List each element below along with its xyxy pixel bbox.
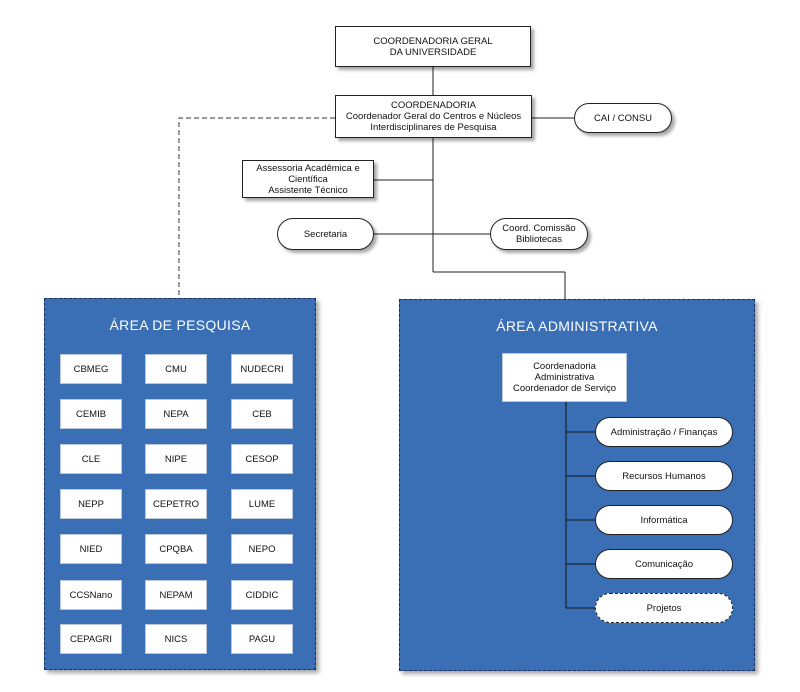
assessoria-box: Assessoria Acadêmica e Científica Assist… <box>242 160 374 198</box>
admin-item-label: Informática <box>640 514 688 526</box>
assessoria-label: Assessoria Acadêmica e Científica Assist… <box>256 162 360 196</box>
research-unit-cmu: CMU <box>145 354 207 384</box>
admin-item-projetos: Projetos <box>595 593 733 623</box>
admin-tree-lines <box>565 402 595 609</box>
research-area-panel: ÁREA DE PESQUISA CBMEG CMU NUDECRI CEMIB NEP… <box>44 298 316 670</box>
research-unit-cemib: CEMIB <box>60 399 122 429</box>
research-unit-nepp: NEPP <box>60 489 122 519</box>
admin-item-rh: Recursos Humanos <box>595 461 733 491</box>
admin-area-panel: ÁREA ADMINISTRATIVA Coordenadoria Admini… <box>399 299 755 671</box>
admin-item-comunicacao: Comunicação <box>595 549 733 579</box>
research-unit-cesop: CESOP <box>231 444 293 474</box>
research-unit-ccsnano: CCSNano <box>60 580 122 610</box>
general-coordination-box: COORDENADORIA GERAL DA UNIVERSIDADE <box>335 26 531 67</box>
secretaria-label: Secretaria <box>303 228 348 240</box>
research-unit-nipe: NIPE <box>145 444 207 474</box>
research-unit-nied: NIED <box>60 534 122 564</box>
research-unit-nics: NICS <box>145 624 207 654</box>
research-area-title: ÁREA DE PESQUISA <box>109 317 251 333</box>
research-unit-lume: LUME <box>231 489 293 519</box>
comissao-bibliotecas-label: Coord. Comissão Bibliotecas <box>502 223 576 245</box>
admin-coordination-label: Coordenadoria Administrativa Coordenador… <box>513 361 616 394</box>
admin-item-label: Comunicação <box>634 558 694 570</box>
admin-item-label: Recursos Humanos <box>622 470 706 482</box>
research-unit-ceb: CEB <box>231 399 293 429</box>
research-unit-nepa: NEPA <box>145 399 207 429</box>
research-unit-cepetro: CEPETRO <box>145 489 207 519</box>
secretaria-box: Secretaria <box>277 218 374 250</box>
research-unit-cle: CLE <box>60 444 122 474</box>
research-unit-cpqba: CPQBA <box>145 534 207 564</box>
research-unit-nepo: NEPO <box>231 534 293 564</box>
research-unit-pagu: PAGU <box>231 624 293 654</box>
coordination-box: COORDENADORIA Coordenador Geral do Centr… <box>335 95 532 138</box>
admin-coordination-box: Coordenadoria Administrativa Coordenador… <box>502 353 627 402</box>
admin-area-title: ÁREA ADMINISTRATIVA <box>496 318 658 334</box>
admin-item-financas: Administração / Finanças <box>595 417 733 447</box>
admin-item-label: Projetos <box>646 602 682 614</box>
research-unit-cbmeg: CBMEG <box>60 354 122 384</box>
general-coordination-label: COORDENADORIA GERAL DA UNIVERSIDADE <box>373 35 493 58</box>
cai-consu-label: CAI / CONSU <box>593 112 653 124</box>
research-unit-cepagri: CEPAGRI <box>60 624 122 654</box>
comissao-bibliotecas-box: Coord. Comissão Bibliotecas <box>490 218 588 250</box>
research-unit-nepam: NEPAM <box>145 580 207 610</box>
research-unit-nudecri: NUDECRI <box>231 354 293 384</box>
coordination-label: COORDENADORIA Coordenador Geral do Centr… <box>345 100 522 133</box>
admin-item-label: Administração / Finanças <box>610 426 718 438</box>
research-unit-ciddic: CIDDIC <box>231 580 293 610</box>
cai-consu-box: CAI / CONSU <box>574 103 672 133</box>
admin-item-informatica: Informática <box>595 505 733 535</box>
